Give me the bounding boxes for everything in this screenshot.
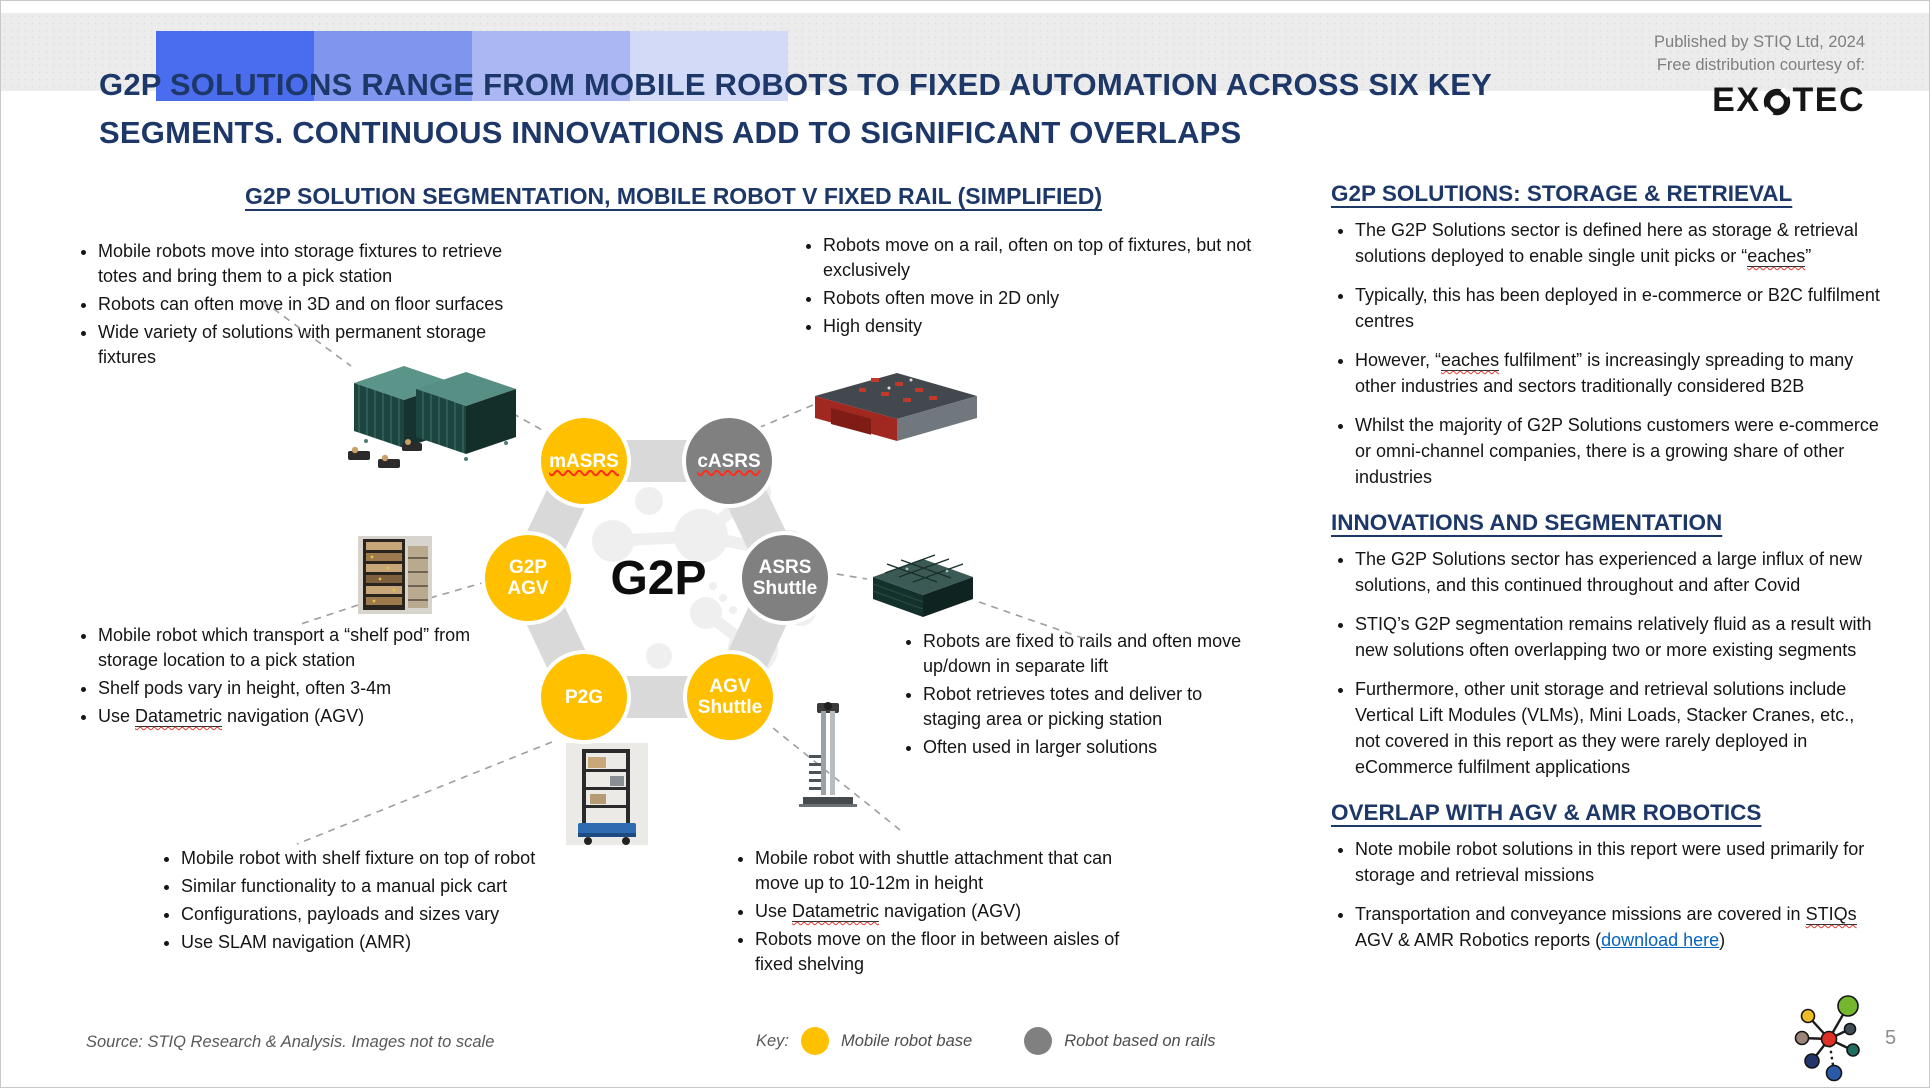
bullet: Similar functionality to a manual pick c… [181,874,621,899]
bullet: Robots often move in 2D only [823,286,1253,311]
node-agv-shuttle-line2: Shuttle [697,697,763,718]
section-heading-storage-retrieval: G2P SOLUTIONS: STORAGE & RETRIEVAL [1331,181,1793,206]
bullet: Mobile robot with shelf fixture on top o… [181,846,621,871]
misspelled-word: eaches [1441,350,1500,371]
bullet: Mobile robot with shuttle attachment tha… [755,846,1135,896]
node-asrs-shuttle-line2: Shuttle [752,578,818,599]
bullet: The G2P Solutions sector is defined here… [1355,217,1883,269]
node-p2g-label: P2G [564,686,604,708]
g2p-agv-notes: Mobile robot which transport a “shelf po… [76,623,508,732]
node-asrs-shuttle-line1: ASRS [758,557,812,578]
bullet: Configurations, payloads and sizes vary [181,902,621,927]
masrs-image [346,353,526,471]
section-heading-overlap: OVERLAP WITH AGV & AMR ROBOTICS [1331,800,1762,825]
download-here-link[interactable]: download here [1601,930,1720,950]
node-agv-shuttle: AGV Shuttle [683,650,777,744]
legend-rail-dot [1024,1027,1053,1055]
g2p-agv-image [358,536,432,614]
storage-retrieval-bullets: The G2P Solutions sector is defined here… [1331,217,1883,490]
bullet: Robot retrieves totes and deliver to sta… [923,682,1258,732]
bullet: Transportation and conveyance missions a… [1355,901,1883,953]
bullet: Mobile robot which transport a “shelf po… [98,623,508,673]
asrs-shuttle-notes: Robots are fixed to rails and often move… [901,629,1258,763]
legend-mobile-dot [801,1027,830,1055]
misspelled-word: Datametric [135,706,223,727]
node-g2p-agv-line2: AGV [507,578,549,599]
bullet: Typically, this has been deployed in e-c… [1355,282,1883,334]
node-casrs-label: cASRS [697,450,761,472]
section-heading-innovations: INNOVATIONS AND SEGMENTATION [1331,510,1723,535]
bullet: Robots are fixed to rails and often move… [923,629,1258,679]
bullet: Mobile robots move into storage fixtures… [98,239,513,289]
node-g2p-agv-line1: G2P [508,557,548,578]
casrs-image [811,366,981,446]
bullet: High density [823,314,1253,339]
exotec-logo-ex: EX [1712,81,1761,119]
published-by: Published by STIQ Ltd, 2024 [1654,33,1865,51]
bullet: Robots move on a rail, often on top of f… [823,233,1253,283]
page-number: 5 [1885,1027,1897,1049]
node-p2g: P2G [537,650,631,744]
bullet: Wide variety of solutions with permanent… [98,320,513,370]
top-band [1,13,1929,101]
bullet: Use Datametric navigation (AGV) [98,704,508,729]
legend-rail-label: Robot based on rails [1064,1031,1216,1050]
misspelled-word: eaches [1747,246,1806,267]
p2g-image [566,743,648,845]
node-g2p-agv: G2P AGV [481,531,575,625]
band-square-4 [630,31,788,101]
node-masrs-label: mASRS [549,450,619,472]
exotec-o-icon [1762,86,1792,116]
band-square-1 [156,31,314,101]
band-square-3 [472,31,630,101]
agv-shuttle-notes: Mobile robot with shuttle attachment tha… [733,846,1135,980]
bullet: Use SLAM navigation (AMR) [181,930,621,955]
page-title-line1: G2P SOLUTIONS RANGE FROM MOBILE ROBOTS T… [99,67,1493,102]
p2g-notes: Mobile robot with shelf fixture on top o… [159,846,621,958]
casrs-notes: Robots move on a rail, often on top of f… [801,233,1253,342]
legend-label: Key: [756,1031,790,1050]
legend: Key: Mobile robot base Robot based on ra… [756,1027,1216,1055]
stiq-logo [1791,991,1869,1083]
source-note: Source: STIQ Research & Analysis. Images… [86,1033,495,1051]
exotec-logo-tec: TEC [1792,81,1865,119]
misspelled-word: Datametric [792,901,880,922]
bullet: Shelf pods vary in height, often 3-4m [98,676,508,701]
node-casrs: cASRS [682,414,776,508]
misspelled-word: STIQs [1805,904,1857,925]
publisher-block: Published by STIQ Ltd, 2024 Free distrib… [1445,31,1865,120]
agv-shuttle-image [799,701,857,815]
legend-mobile-label: Mobile robot base [841,1031,973,1050]
overlap-bullets: Note mobile robot solutions in this repo… [1331,836,1883,953]
innovations-bullets: The G2P Solutions sector has experienced… [1331,546,1883,780]
node-asrs-shuttle: ASRS Shuttle [738,531,832,625]
page-title: G2P SOLUTIONS RANGE FROM MOBILE ROBOTS T… [99,61,1619,157]
exotec-logo: EX TEC [1445,81,1865,120]
bullet: The G2P Solutions sector has experienced… [1355,546,1883,598]
band-square-2 [314,31,472,101]
bullet: STIQ’s G2P segmentation remains relative… [1355,611,1883,663]
diagram-center-label: G2P [610,552,707,605]
node-masrs: mASRS [537,414,631,508]
bullet: Often used in larger solutions [923,735,1258,760]
diagram-heading: G2P SOLUTION SEGMENTATION, MOBILE ROBOT … [245,183,1102,209]
right-column: G2P SOLUTIONS: STORAGE & RETRIEVAL The G… [1331,181,1883,973]
bullet: Robots can often move in 3D and on floor… [98,292,513,317]
free-distribution: Free distribution courtesy of: [1656,56,1865,74]
bullet: Note mobile robot solutions in this repo… [1355,836,1883,888]
bullet: Robots move on the floor in between aisl… [755,927,1135,977]
bullet: Use Datametric navigation (AGV) [755,899,1135,924]
bullet: However, “eaches fulfilment” is increasi… [1355,347,1883,399]
node-agv-shuttle-line1: AGV [709,676,751,697]
asrs-shuttle-image [867,551,979,623]
masrs-notes: Mobile robots move into storage fixtures… [76,239,513,373]
page-title-line2: SEGMENTS. CONTINUOUS INNOVATIONS ADD TO … [99,115,1242,150]
bullet: Furthermore, other unit storage and retr… [1355,676,1883,780]
bullet: Whilst the majority of G2P Solutions cus… [1355,412,1883,490]
